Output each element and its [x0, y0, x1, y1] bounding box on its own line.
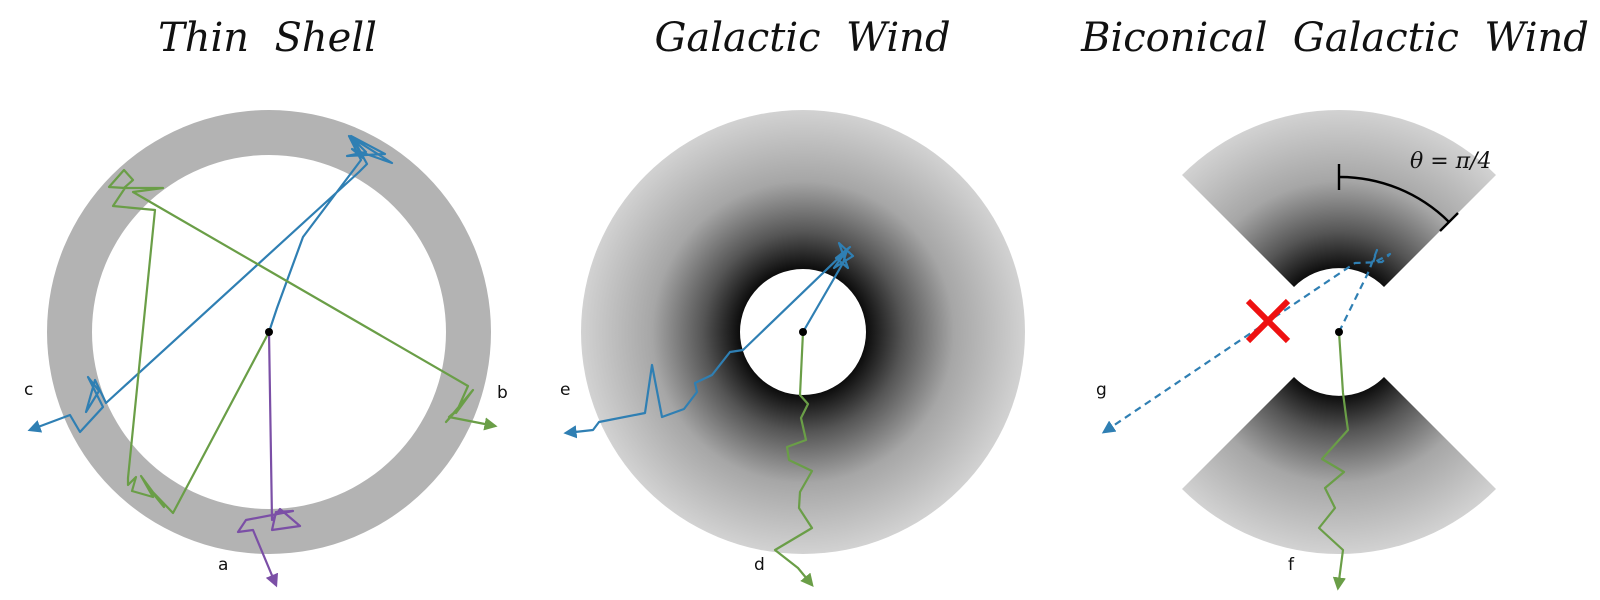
label-g: g: [1096, 380, 1107, 400]
theta-angle-arc: [1338, 175, 1450, 223]
thin-shell-panel: a b c: [24, 110, 508, 588]
theta-annotation: θ = π/4: [1410, 149, 1492, 174]
panel-title-biconical-galactic-wind: Biconical Galactic Wind: [1081, 15, 1589, 61]
panel-title-thin-shell: Thin Shell: [158, 15, 377, 61]
biconical-upper-cone: [1182, 109, 1496, 287]
purple-photon-path-a: [236, 331, 302, 588]
label-e: e: [560, 380, 570, 400]
green-photon-path-b: [107, 168, 498, 515]
blocked-cross-icon: [1245, 298, 1291, 344]
blue-photon-path-c: [27, 134, 394, 434]
biconical-source-dot: [1335, 328, 1343, 336]
biconical-lower-cone: [1182, 377, 1496, 555]
green-photon-path-f: [1317, 331, 1350, 591]
label-f: f: [1288, 555, 1295, 575]
label-b: b: [497, 383, 508, 403]
blue-dashed-photon-path-g: [1101, 248, 1392, 434]
thin-shell-source-dot: [265, 328, 273, 336]
blue-photon-path-e: [563, 241, 855, 439]
green-photon-path-d: [773, 331, 814, 588]
label-d: d: [754, 555, 765, 575]
panel-title-galactic-wind: Galactic Wind: [654, 15, 951, 61]
label-a: a: [218, 555, 228, 575]
biconical-wind-panel: θ = π/4 f g: [1096, 109, 1496, 591]
galactic-wind-source-dot: [799, 328, 807, 336]
theta-arc-tick-right: [1439, 212, 1459, 232]
label-c: c: [24, 380, 33, 400]
galactic-wind-panel: d e: [560, 110, 1025, 588]
galactic-wind-gradient-shell: [581, 110, 1025, 554]
